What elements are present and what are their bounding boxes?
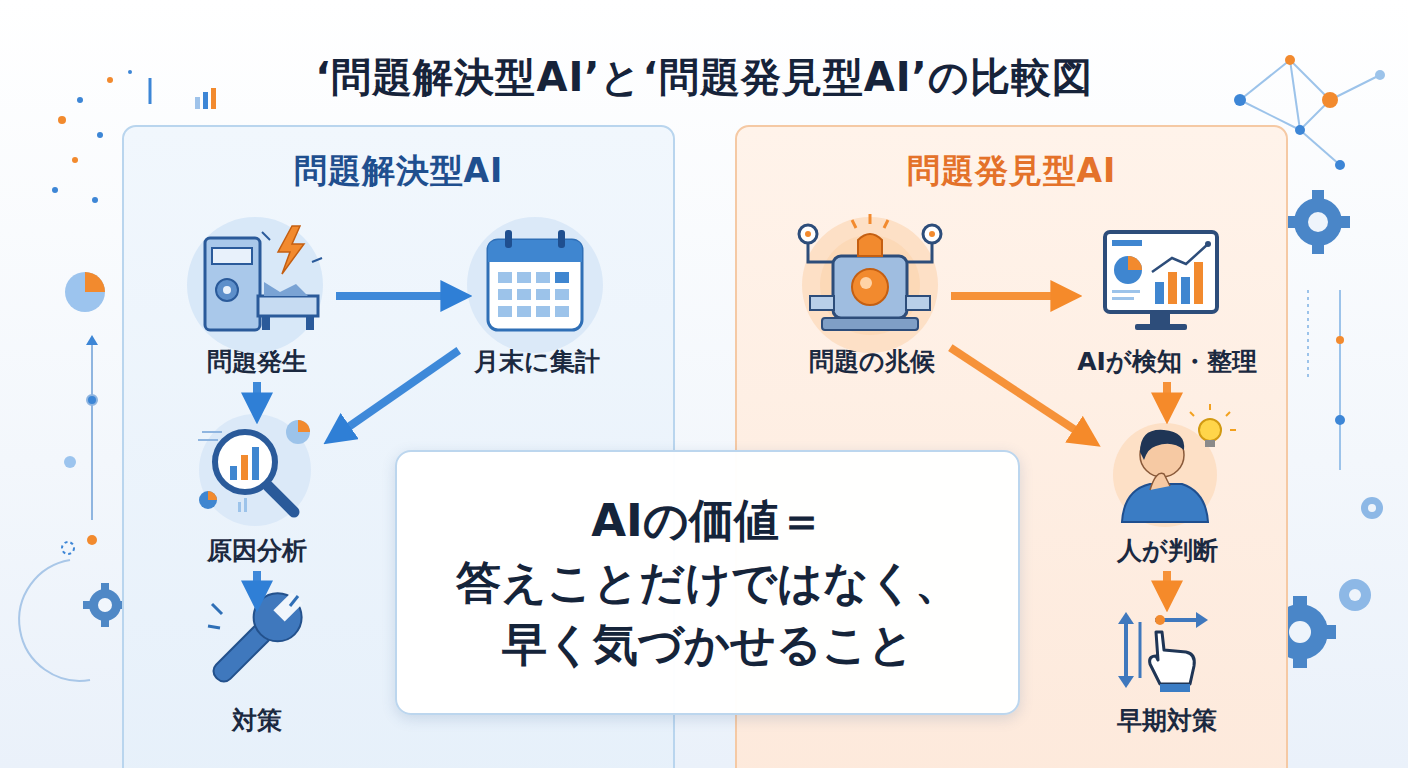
left-dots-part bbox=[211, 88, 216, 109]
left-dots-part bbox=[203, 92, 208, 109]
network-graph-part bbox=[1375, 70, 1385, 80]
step-label: 早期対策 bbox=[1072, 705, 1262, 737]
step-node: 問題発生 bbox=[182, 214, 332, 378]
right-scale bbox=[1308, 290, 1345, 470]
step-label: 問題発生 bbox=[162, 346, 352, 378]
step-node: 問題の兆候 bbox=[797, 214, 947, 378]
right-scale-part bbox=[1339, 290, 1341, 470]
left-dots-part bbox=[149, 78, 152, 104]
network-graph-part bbox=[1330, 75, 1380, 100]
right-gears-part bbox=[1308, 212, 1328, 232]
right-gears-part bbox=[1338, 216, 1350, 228]
left-gear-part bbox=[19, 560, 90, 681]
right-gears-part bbox=[1339, 579, 1371, 611]
step-node: 月末に集計 bbox=[462, 214, 612, 378]
left-dots-part bbox=[92, 197, 98, 203]
network-graph-part bbox=[1335, 160, 1345, 170]
network-graph-part bbox=[1234, 94, 1246, 106]
step-label: 原因分析 bbox=[162, 535, 352, 567]
left-scale-part bbox=[86, 335, 98, 345]
right-gears-part bbox=[1368, 504, 1376, 512]
step-label: 人が判断 bbox=[1072, 535, 1262, 567]
step-label: 対策 bbox=[162, 705, 352, 737]
left-pie-part bbox=[85, 272, 105, 292]
left-scale-part bbox=[91, 340, 93, 520]
network-graph-part bbox=[1300, 130, 1340, 165]
left-dots-part bbox=[97, 132, 103, 138]
network-graph-part bbox=[1322, 92, 1338, 108]
right-gears-part bbox=[1312, 190, 1324, 202]
panel-heading: 問題発見型AI bbox=[737, 149, 1286, 194]
left-gear-part bbox=[101, 619, 109, 627]
step-label: 月末に集計 bbox=[442, 346, 632, 378]
right-scale-part bbox=[1336, 336, 1344, 344]
left-dots-part bbox=[107, 77, 113, 83]
right-gears-part bbox=[1293, 596, 1307, 608]
left-gear-part bbox=[101, 583, 109, 591]
left-gear-part bbox=[98, 598, 112, 612]
left-gear bbox=[19, 542, 127, 681]
left-gear-part bbox=[83, 601, 91, 609]
network-graph-part bbox=[1300, 100, 1330, 130]
left-pie-part bbox=[65, 272, 105, 312]
left-dots-part bbox=[128, 70, 132, 74]
left-dots-part bbox=[195, 97, 200, 109]
right-gears-part bbox=[1361, 497, 1383, 519]
right-gears-part bbox=[1312, 242, 1324, 254]
left-gear-part bbox=[62, 542, 74, 554]
network-graph-part bbox=[1285, 55, 1295, 65]
left-pie bbox=[65, 272, 105, 312]
diagram-title: ‘問題解決型AI’と‘問題発見型AI’の比較図 bbox=[0, 50, 1408, 105]
right-scale-part bbox=[1307, 290, 1309, 380]
step-label: 問題の兆候 bbox=[777, 346, 967, 378]
left-scale-part bbox=[87, 395, 97, 405]
network-graph-part bbox=[1295, 125, 1305, 135]
step-node: 早期対策 bbox=[1092, 602, 1242, 737]
left-dots-part bbox=[58, 116, 66, 124]
panel-heading: 問題解決型AI bbox=[124, 149, 673, 194]
step-node: 人が判断 bbox=[1092, 414, 1242, 567]
step-node: 原因分析 bbox=[182, 414, 332, 567]
left-dots-part bbox=[77, 97, 83, 103]
left-scale-part bbox=[64, 456, 76, 468]
right-gears-part bbox=[1289, 621, 1311, 643]
left-gear-part bbox=[89, 589, 121, 621]
step-label: AIが検知・整理 bbox=[1052, 346, 1282, 378]
step-node: 対策 bbox=[182, 602, 332, 737]
right-gears-part bbox=[1294, 198, 1342, 246]
network-graph-part bbox=[1290, 60, 1300, 130]
left-scale bbox=[64, 335, 98, 545]
network-graph-part bbox=[1240, 60, 1290, 100]
right-gears-part bbox=[1324, 625, 1336, 639]
right-gears-part bbox=[1349, 589, 1361, 601]
step-node: AIが検知・整理 bbox=[1072, 214, 1262, 378]
message-text: AIの価値＝ 答えことだけではなく、 早く気づかせること bbox=[397, 490, 1018, 676]
left-scale-part bbox=[87, 535, 97, 545]
right-scale-part bbox=[1335, 415, 1345, 425]
message-box: AIの価値＝ 答えことだけではなく、 早く気づかせること bbox=[395, 450, 1020, 715]
network-graph-part bbox=[1290, 60, 1330, 100]
left-dots-part bbox=[72, 157, 78, 163]
right-gears-part bbox=[1293, 656, 1307, 668]
left-dots-part bbox=[52, 187, 58, 193]
